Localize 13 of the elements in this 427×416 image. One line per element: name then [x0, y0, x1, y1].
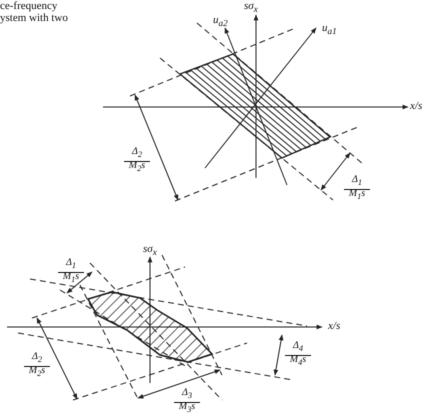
fraction-numerator: Δ$_{4}$: [285, 341, 311, 356]
caption-text: ce-frequency ystem with two: [0, 0, 69, 24]
axis-label: u$_{a1}$: [322, 22, 337, 38]
axis-label: sσ$_{x}$: [244, 0, 258, 16]
axis-label: u$_{a2}$: [213, 14, 228, 30]
axis-label: x/s: [328, 320, 340, 332]
fraction-numerator: Δ$_{3}$: [174, 388, 200, 403]
fraction-numerator: Δ$_{2}$: [124, 147, 150, 162]
axis-label: x/s: [410, 100, 422, 112]
fraction-numerator: Δ$_{1}$: [344, 175, 370, 190]
fraction-numerator: Δ$_{1}$: [58, 258, 84, 273]
fraction-numerator: Δ$_{2}$: [24, 352, 50, 367]
axis-label: sσ$_{x}$: [143, 243, 157, 258]
